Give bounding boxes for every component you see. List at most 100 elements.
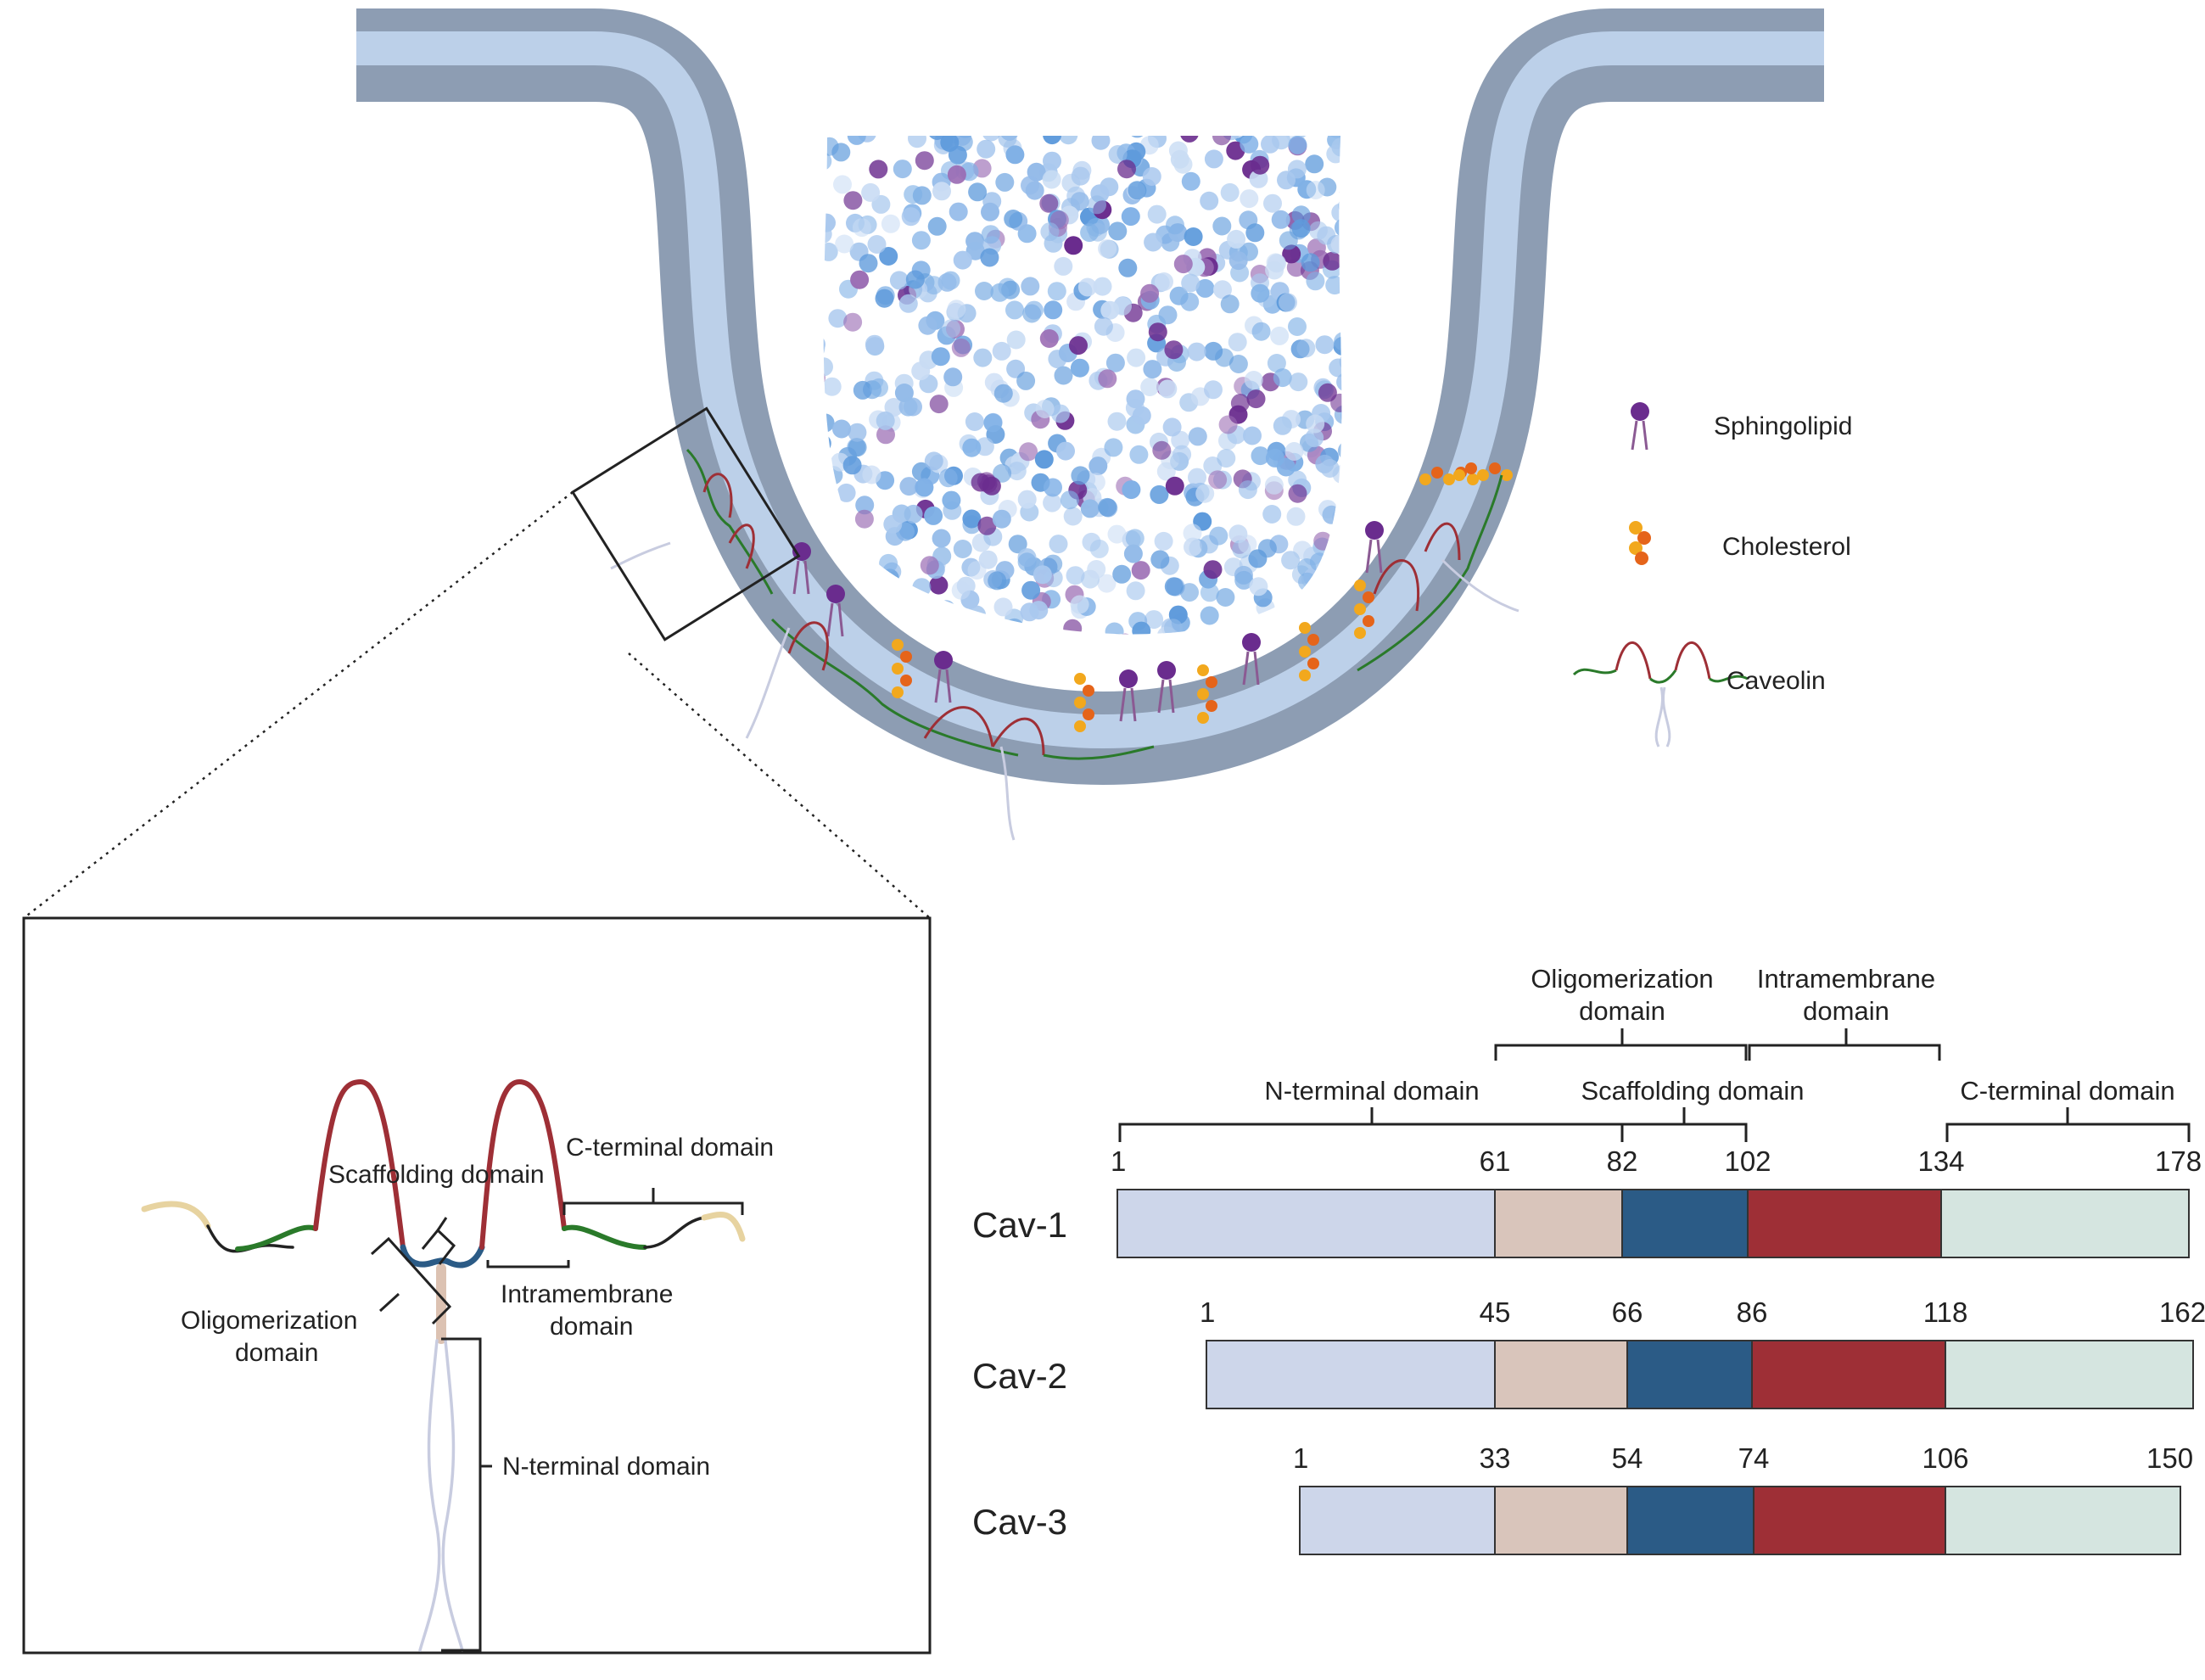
- lipid-molecule: [1024, 300, 1044, 320]
- lipid-molecule: [1305, 428, 1324, 448]
- lipid-molecule: [1327, 136, 1342, 139]
- lipid-molecule: [1181, 273, 1200, 293]
- sphingolipid-molecule: [869, 160, 888, 179]
- lipid-molecule: [1320, 80, 1339, 98]
- lipid-molecule: [852, 218, 871, 238]
- lipid-molecule: [1137, 70, 1156, 89]
- lipid-molecule: [1047, 282, 1066, 301]
- lipid-molecule: [1043, 136, 1062, 145]
- lipid-molecule: [1088, 195, 1106, 215]
- lipid-molecule: [1271, 210, 1290, 229]
- lipid-molecule: [978, 550, 998, 569]
- lipid-molecule: [992, 509, 1011, 529]
- lipid-molecule: [1192, 58, 1211, 76]
- lipid-molecule: [1177, 108, 1195, 126]
- lipid-molecule: [1132, 406, 1151, 425]
- sphingolipid-molecule: [977, 516, 997, 535]
- residue-position: 150: [2146, 1442, 2193, 1474]
- domain-segment: [1494, 1189, 1623, 1258]
- lipid-molecule: [1195, 278, 1215, 298]
- lipid-molecule: [837, 483, 856, 502]
- lipid-molecule: [1272, 136, 1291, 150]
- lipid-molecule: [911, 361, 931, 381]
- lipid-molecule: [1189, 82, 1207, 101]
- lipid-molecule: [1054, 256, 1073, 276]
- lipid-molecule: [1089, 456, 1108, 476]
- lipid-molecule: [823, 339, 825, 358]
- lipid-molecule: [1315, 335, 1335, 355]
- lipid-molecule: [1150, 484, 1169, 504]
- lipid-molecule: [980, 248, 999, 267]
- lipid-molecule: [1017, 552, 1037, 572]
- sphingolipid-molecule: [1246, 389, 1266, 409]
- lipid-molecule: [823, 413, 835, 433]
- lipid-molecule: [1217, 449, 1236, 468]
- lipid-molecule: [1270, 326, 1290, 345]
- residue-position: 1: [1293, 1442, 1308, 1474]
- lipid-molecule: [1312, 51, 1330, 70]
- sphingolipid-molecule: [1323, 251, 1342, 271]
- lipid-molecule: [1135, 43, 1154, 62]
- sphingolipid-molecule: [1173, 255, 1193, 274]
- lipid-molecule: [1306, 181, 1325, 199]
- lipid-molecule: [1144, 68, 1163, 87]
- lipid-molecule: [1066, 566, 1085, 585]
- lipid-molecule: [927, 216, 947, 236]
- lipid-molecule: [825, 514, 844, 534]
- lipid-molecule: [1021, 176, 1039, 195]
- lipid-molecule: [993, 597, 1013, 617]
- lipid-molecule: [1263, 108, 1282, 126]
- lipid-molecule: [1280, 95, 1299, 114]
- legend-caveolin-label: Caveolin: [1727, 667, 1826, 695]
- lipid-molecule: [1136, 51, 1155, 70]
- lipid-molecule: [1122, 647, 1141, 666]
- lipid-molecule: [830, 532, 849, 552]
- sphingolipid-molecule: [920, 556, 939, 575]
- lipid-molecule: [992, 341, 1011, 361]
- lipid-molecule: [1200, 630, 1218, 635]
- lipid-molecule: [1322, 505, 1341, 524]
- lipid-molecule: [823, 334, 825, 354]
- lipid-molecule: [1049, 535, 1068, 554]
- lipid-molecule: [1144, 232, 1163, 252]
- lipid-molecule: [842, 456, 862, 475]
- lipid-molecule: [1123, 544, 1143, 563]
- lipid-molecule: [1149, 639, 1167, 658]
- lipid-molecule: [1080, 223, 1100, 243]
- sphingolipid-molecule: [926, 630, 945, 635]
- lipid-molecule: [1098, 497, 1117, 517]
- lipid-molecule: [1133, 47, 1151, 65]
- lipid-molecule: [1291, 219, 1311, 238]
- lipid-molecule: [1133, 647, 1151, 666]
- sphingolipid: [1157, 661, 1176, 714]
- lipid-molecule: [1034, 98, 1053, 116]
- legend-cholesterol-label: Cholesterol: [1722, 533, 1851, 561]
- lipid-molecule: [989, 639, 1008, 658]
- sphingolipid: [826, 585, 845, 637]
- cholesterol: [1074, 673, 1094, 732]
- lipid-molecule: [1273, 368, 1292, 388]
- lipid-molecule: [823, 463, 825, 483]
- lipid-molecule: [1159, 70, 1178, 88]
- lipid-molecule: [1180, 86, 1199, 104]
- lipid-molecule: [938, 468, 958, 488]
- lipid-molecule: [859, 580, 879, 599]
- domain-map-header-brackets: [1118, 1028, 2191, 1142]
- lipid-molecule: [823, 357, 833, 377]
- lipid-molecule: [829, 102, 848, 120]
- lipid-molecule: [1021, 580, 1041, 600]
- lipid-molecule: [930, 112, 949, 131]
- lipid-molecule: [1129, 445, 1149, 464]
- lipid-molecule: [1060, 490, 1079, 510]
- lipid-molecule: [1252, 92, 1271, 111]
- lipid-molecule: [915, 478, 934, 497]
- lipid-molecule: [1243, 426, 1262, 445]
- domain-segment: [1621, 1189, 1749, 1258]
- lipid-molecule: [1136, 93, 1155, 112]
- lipid-molecule: [1249, 577, 1268, 596]
- sphingolipid-molecule: [1165, 476, 1184, 496]
- lipid-molecule: [1091, 668, 1110, 686]
- lipid-molecule: [823, 378, 827, 398]
- lipid-molecule: [953, 540, 972, 558]
